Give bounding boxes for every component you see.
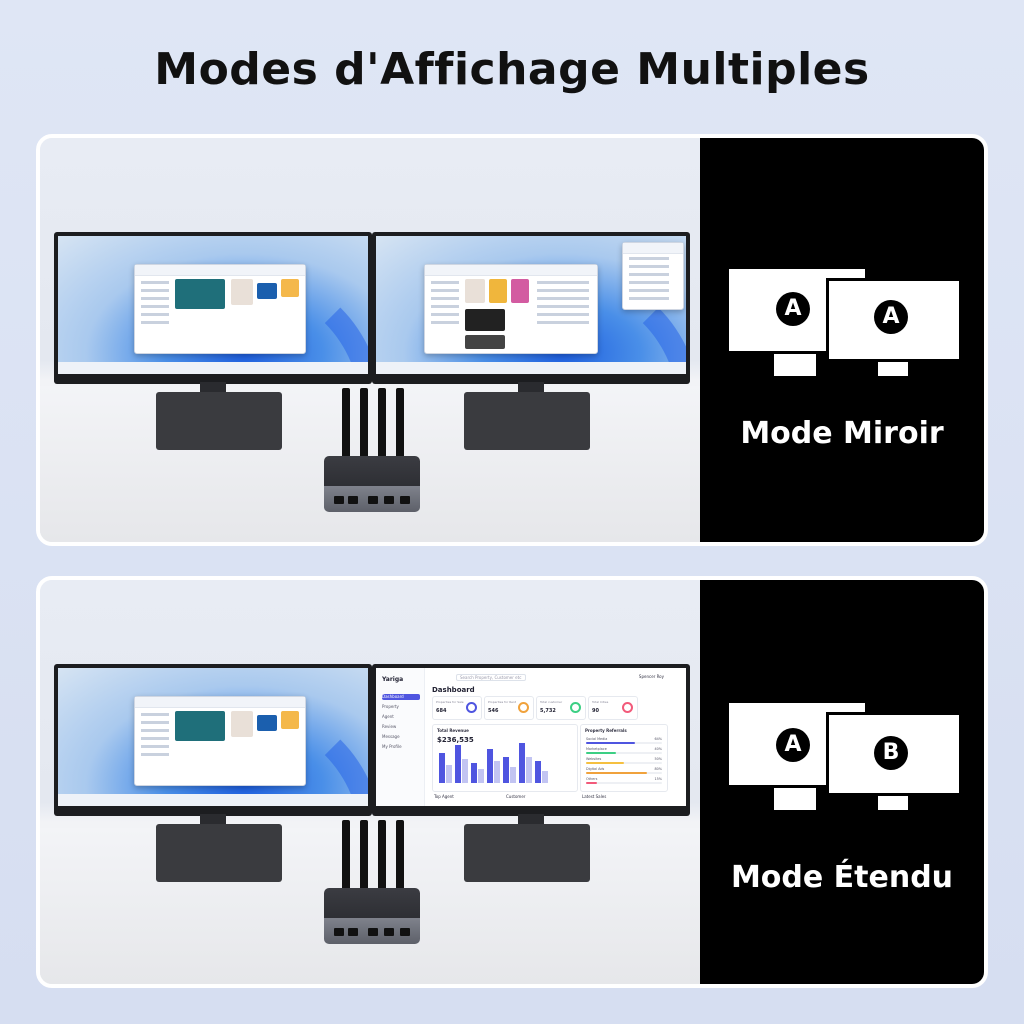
desktop-wallpaper bbox=[58, 668, 368, 806]
dashboard-title: Dashboard bbox=[432, 686, 475, 694]
nav-item[interactable]: Dashboard bbox=[382, 694, 420, 700]
referral-track bbox=[586, 762, 662, 764]
revenue-bar bbox=[455, 745, 461, 783]
mirror-mode-card: A A Mode Miroir bbox=[36, 134, 988, 546]
referral-pct: 64% bbox=[654, 737, 662, 741]
mode-label: Mode Étendu bbox=[730, 860, 954, 895]
revenue-bar bbox=[542, 771, 548, 783]
referral-name: Social Media bbox=[586, 737, 608, 741]
dashboard-app: Yariga Dashboard Property Agent Review M… bbox=[376, 668, 686, 806]
referral-fill bbox=[586, 762, 624, 764]
mode-panel: A A Mode Miroir bbox=[700, 138, 984, 542]
referral-row: Social Media 64% bbox=[586, 737, 662, 744]
user-name: Spencer Roy bbox=[638, 674, 664, 679]
revenue-bars bbox=[439, 735, 559, 783]
revenue-bar bbox=[439, 753, 445, 783]
revenue-panel: Total Revenue $236,535 bbox=[432, 724, 578, 792]
referral-row: Others 15% bbox=[586, 777, 662, 784]
kpi-card: Total customer 5,732 bbox=[536, 696, 586, 720]
brand-name: Yariga bbox=[382, 676, 404, 683]
referral-fill bbox=[586, 772, 647, 774]
mode-panel: A B Mode Étendu bbox=[700, 580, 984, 984]
section-label: Top Agent bbox=[434, 794, 454, 799]
mode-label: Mode Miroir bbox=[740, 416, 944, 451]
referral-row: Websites 50% bbox=[586, 757, 662, 764]
file-explorer-window bbox=[424, 264, 598, 354]
revenue-bar bbox=[510, 767, 516, 783]
nav-item[interactable]: Review bbox=[382, 724, 397, 729]
referral-pct: 50% bbox=[654, 757, 662, 761]
search-input[interactable]: Search Property, Customer etc bbox=[456, 674, 526, 681]
referral-name: Websites bbox=[586, 757, 602, 761]
badge-left: A bbox=[776, 292, 810, 326]
product-scene bbox=[40, 138, 700, 542]
section-label: Latest Sales bbox=[582, 794, 607, 799]
revenue-bar bbox=[471, 763, 477, 783]
badge-left: A bbox=[776, 728, 810, 762]
nav-item[interactable]: Agent bbox=[382, 714, 394, 719]
referral-pct: 40% bbox=[654, 747, 662, 751]
referral-track bbox=[586, 752, 662, 754]
referral-fill bbox=[586, 782, 598, 784]
revenue-bar bbox=[487, 749, 493, 783]
page-title: Modes d'Affichage Multiples bbox=[154, 44, 870, 95]
referral-name: Marketplace bbox=[586, 747, 607, 751]
revenue-bar bbox=[503, 757, 509, 783]
nav-item[interactable]: Property bbox=[382, 704, 399, 709]
file-explorer-window bbox=[134, 696, 306, 786]
section-label: Customer bbox=[506, 794, 526, 799]
side-panel-window bbox=[622, 242, 684, 310]
nav-item[interactable]: Message bbox=[382, 734, 400, 739]
revenue-bar bbox=[535, 761, 541, 783]
kpi-card: Properties for Sale 684 bbox=[432, 696, 482, 720]
kpi-card: Total Cities 90 bbox=[588, 696, 638, 720]
referral-track bbox=[586, 782, 662, 784]
extended-mode-card: Yariga Dashboard Property Agent Review M… bbox=[36, 576, 988, 988]
kpi-card: Properties for Rent 546 bbox=[484, 696, 534, 720]
referral-fill bbox=[586, 752, 617, 754]
revenue-bar bbox=[519, 743, 525, 783]
referral-pct: 15% bbox=[654, 777, 662, 781]
referral-name: Others bbox=[586, 777, 598, 781]
revenue-bar bbox=[494, 761, 500, 783]
desktop-wallpaper bbox=[376, 236, 686, 374]
referral-pct: 80% bbox=[654, 767, 662, 771]
revenue-bar bbox=[462, 759, 468, 783]
badge-right: A bbox=[874, 300, 908, 334]
badge-right: B bbox=[874, 736, 908, 770]
referral-row: Marketplace 40% bbox=[586, 747, 662, 754]
revenue-bar bbox=[526, 757, 532, 783]
revenue-bar bbox=[446, 765, 452, 783]
desktop-wallpaper bbox=[58, 236, 368, 374]
referral-row: Digital Ads 80% bbox=[586, 767, 662, 774]
file-explorer-window bbox=[134, 264, 306, 354]
referral-name: Digital Ads bbox=[586, 767, 605, 771]
dashboard-sidebar: Yariga Dashboard Property Agent Review M… bbox=[376, 668, 425, 806]
product-scene: Yariga Dashboard Property Agent Review M… bbox=[40, 580, 700, 984]
revenue-bar bbox=[478, 769, 484, 783]
nav-item[interactable]: My Profile bbox=[382, 744, 402, 749]
referral-fill bbox=[586, 742, 635, 744]
